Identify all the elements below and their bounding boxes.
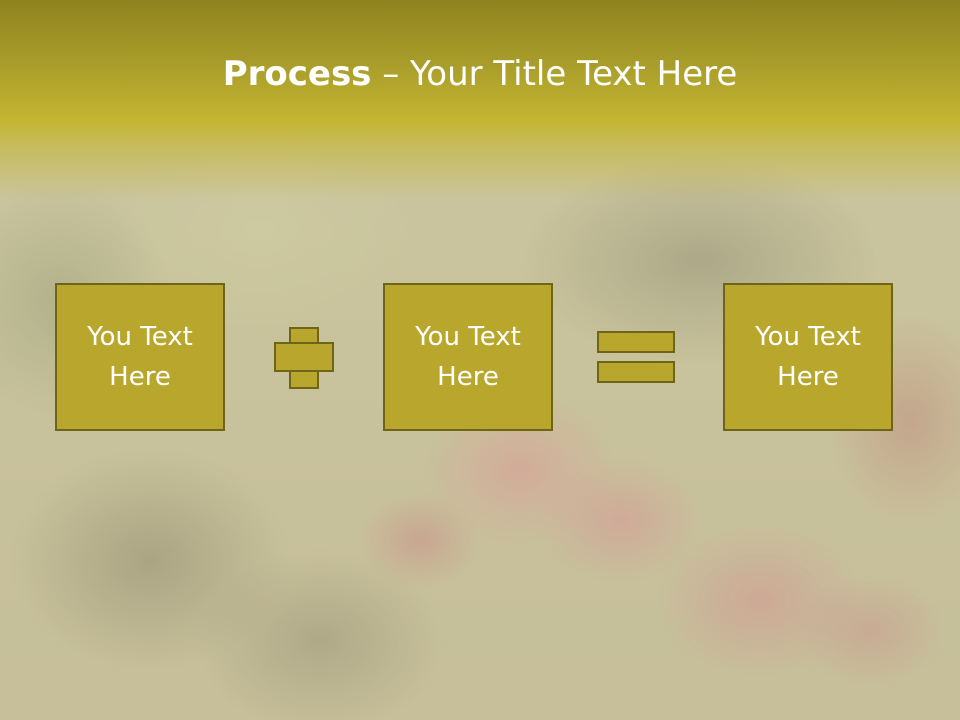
- title-bold: Process: [222, 54, 372, 94]
- slide-title[interactable]: Process – Your Title Text Here: [0, 52, 960, 96]
- title-rest: – Your Title Text Here: [371, 54, 738, 94]
- process-box-3[interactable]: You Text Here: [723, 283, 893, 431]
- title-band: [0, 0, 960, 200]
- process-box-1[interactable]: You Text Here: [55, 283, 225, 431]
- equals-bottom-bar: [597, 361, 675, 383]
- equals-top-bar: [597, 331, 675, 353]
- process-box-2[interactable]: You Text Here: [383, 283, 553, 431]
- plus-center: [291, 344, 317, 370]
